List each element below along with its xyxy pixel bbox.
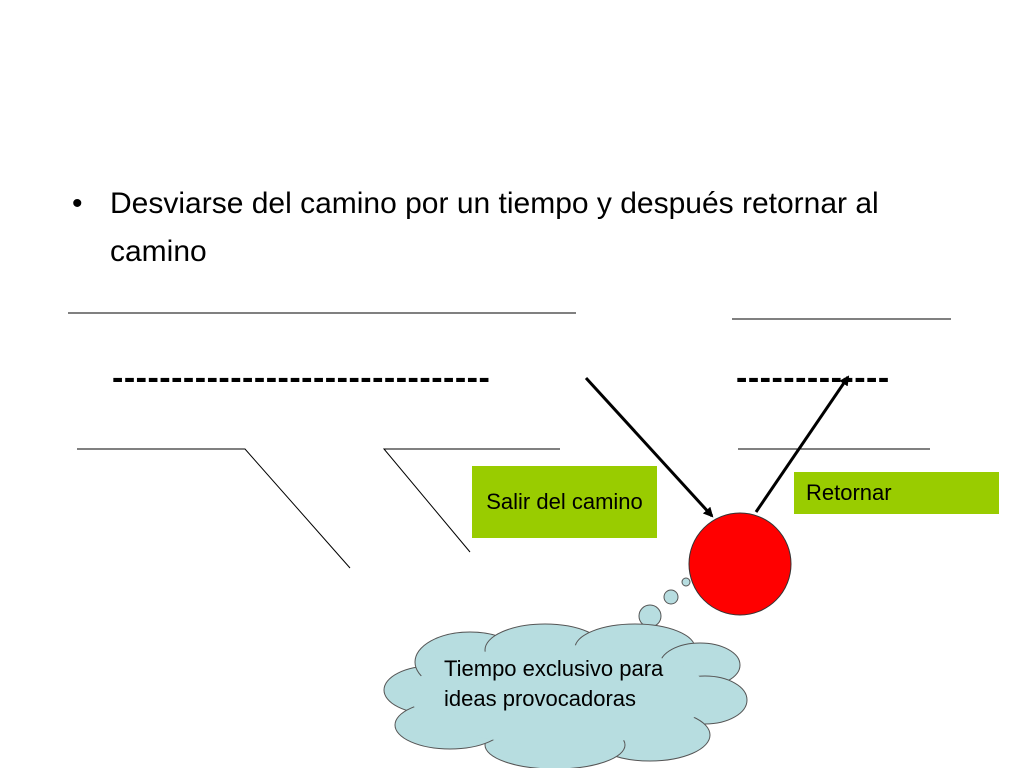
road-dashed-center-left: -------------------------------- bbox=[112, 359, 491, 397]
arrow-leave-road bbox=[584, 376, 714, 518]
label-salir-del-camino: Salir del camino bbox=[472, 466, 657, 538]
arrow-return-road bbox=[754, 375, 850, 513]
label-retornar-text: Retornar bbox=[806, 480, 892, 505]
thought-cloud bbox=[383, 623, 748, 768]
thought-bubble-medium bbox=[663, 589, 679, 605]
road-bottom-left-line bbox=[77, 448, 351, 569]
label-retornar: Retornar bbox=[794, 472, 999, 514]
road-dashed-center-right: ------------- bbox=[736, 359, 890, 397]
thought-bubble-small bbox=[681, 577, 691, 587]
label-salir-text: Salir del camino bbox=[486, 489, 643, 514]
bullet-text: Desviarse del camino por un tiempo y des… bbox=[110, 187, 879, 268]
red-ball bbox=[688, 512, 792, 616]
bullet-point: • Desviarse del camino por un tiempo y d… bbox=[72, 180, 972, 276]
road-bottom-middle-line bbox=[382, 448, 560, 553]
cloud-text: Tiempo exclusivo para ideas provocadoras bbox=[444, 656, 664, 711]
bullet-dot: • bbox=[72, 187, 83, 220]
